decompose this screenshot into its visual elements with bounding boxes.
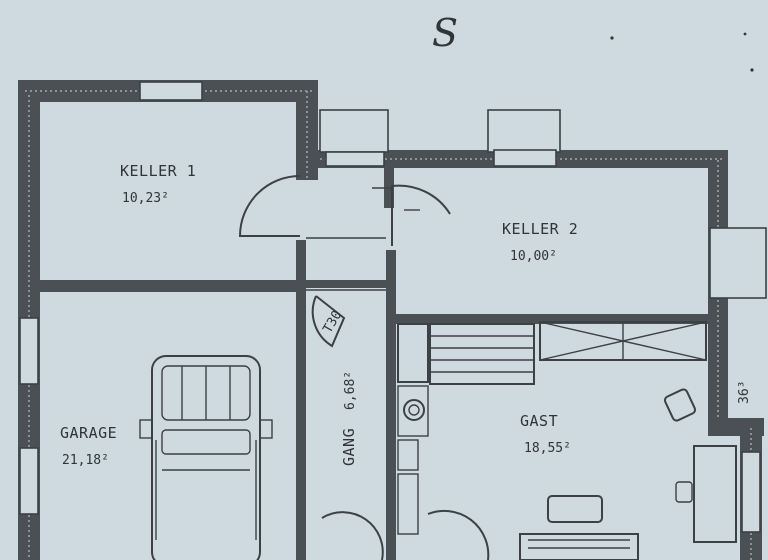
gast-furniture — [397, 321, 737, 560]
room-area-gast: 18,55² — [524, 441, 571, 456]
door-height-label: T30 — [320, 308, 345, 336]
room-name-gast: GAST — [520, 412, 558, 430]
room-area-gang: 6,68² — [343, 371, 358, 410]
room-name-keller2: KELLER 2 — [502, 220, 578, 238]
north-mark: S — [432, 11, 458, 55]
room-area-garage: 21,18² — [62, 453, 109, 468]
dot-mark — [750, 68, 754, 72]
dot-mark — [610, 36, 614, 40]
dot-mark — [743, 32, 747, 36]
car — [139, 355, 273, 560]
wall-dimension-label: 36³ — [737, 381, 752, 404]
room-labels: KELLER 1 10,23² KELLER 2 10,00² GARAGE 2… — [60, 162, 578, 468]
walls — [18, 80, 764, 560]
room-area-keller1: 10,23² — [122, 191, 169, 206]
room-name-garage: GARAGE — [60, 424, 117, 442]
doors — [238, 175, 490, 560]
room-area-keller2: 10,00² — [510, 249, 557, 264]
gang-lines — [306, 237, 386, 291]
windows — [19, 81, 767, 533]
room-name-keller1: KELLER 1 — [120, 162, 196, 180]
room-name-gang: GANG — [340, 428, 358, 466]
